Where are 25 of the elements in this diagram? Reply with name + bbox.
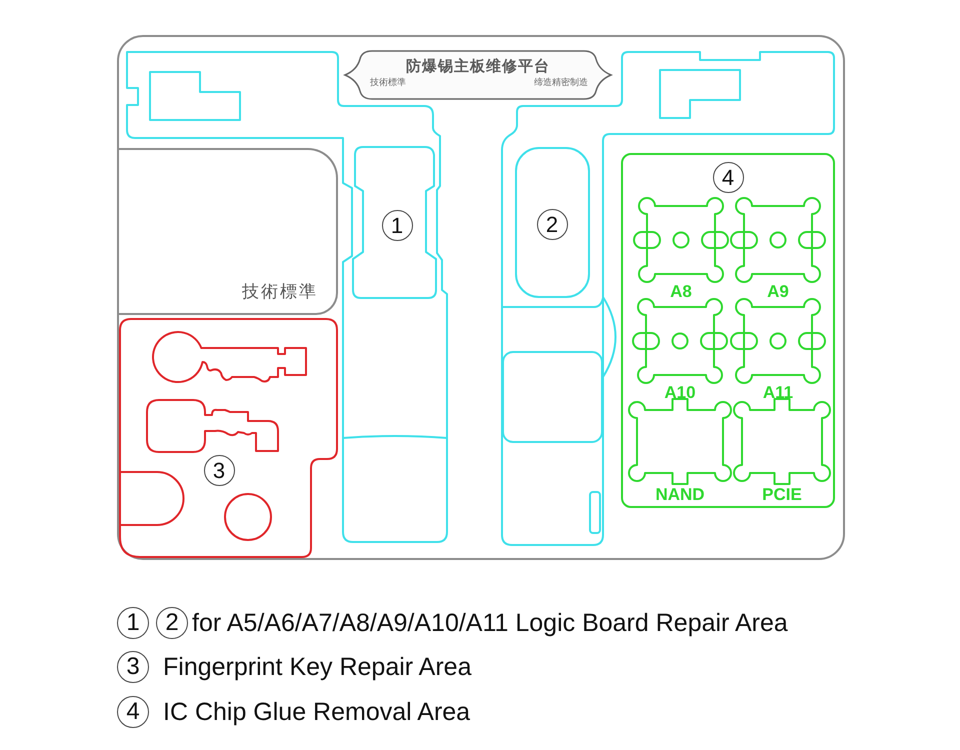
side-panel — [119, 148, 338, 315]
socket-label: A10 — [664, 384, 696, 402]
socket-label: A11 — [762, 384, 794, 402]
nameplate-subtitle: 缔造精密制造 — [534, 76, 588, 88]
socket-label: NAND — [655, 486, 705, 504]
socket-label: A9 — [767, 283, 789, 301]
repair-mat — [117, 35, 845, 560]
legend-text: for A5/A6/A7/A8/A9/A10/A11 Logic Board Repair Area — [192, 608, 788, 638]
legend-text: Fingerprint Key Repair Area — [163, 652, 472, 682]
callout-number: 2 — [536, 208, 568, 240]
legend-text: IC Chip Glue Removal Area — [163, 697, 470, 727]
repair-area — [621, 153, 835, 508]
nameplate-title: 防爆锡主板维修平台 — [406, 57, 550, 77]
callout-number: 3 — [204, 454, 234, 486]
socket-label: PCIE — [762, 486, 802, 504]
callout-number: 3 — [117, 651, 149, 683]
callout-number: 1 — [382, 210, 412, 240]
nameplate-subtitle: 技術標準 — [370, 76, 406, 88]
board-slot — [515, 147, 590, 298]
socket-label: A8 — [670, 283, 692, 301]
callout-number: 2 — [156, 607, 188, 639]
callout-number: 1 — [117, 607, 149, 639]
panel-caption: 技術標準 — [242, 281, 318, 303]
callout-number: 4 — [712, 162, 744, 192]
callout-number: 4 — [117, 696, 149, 728]
